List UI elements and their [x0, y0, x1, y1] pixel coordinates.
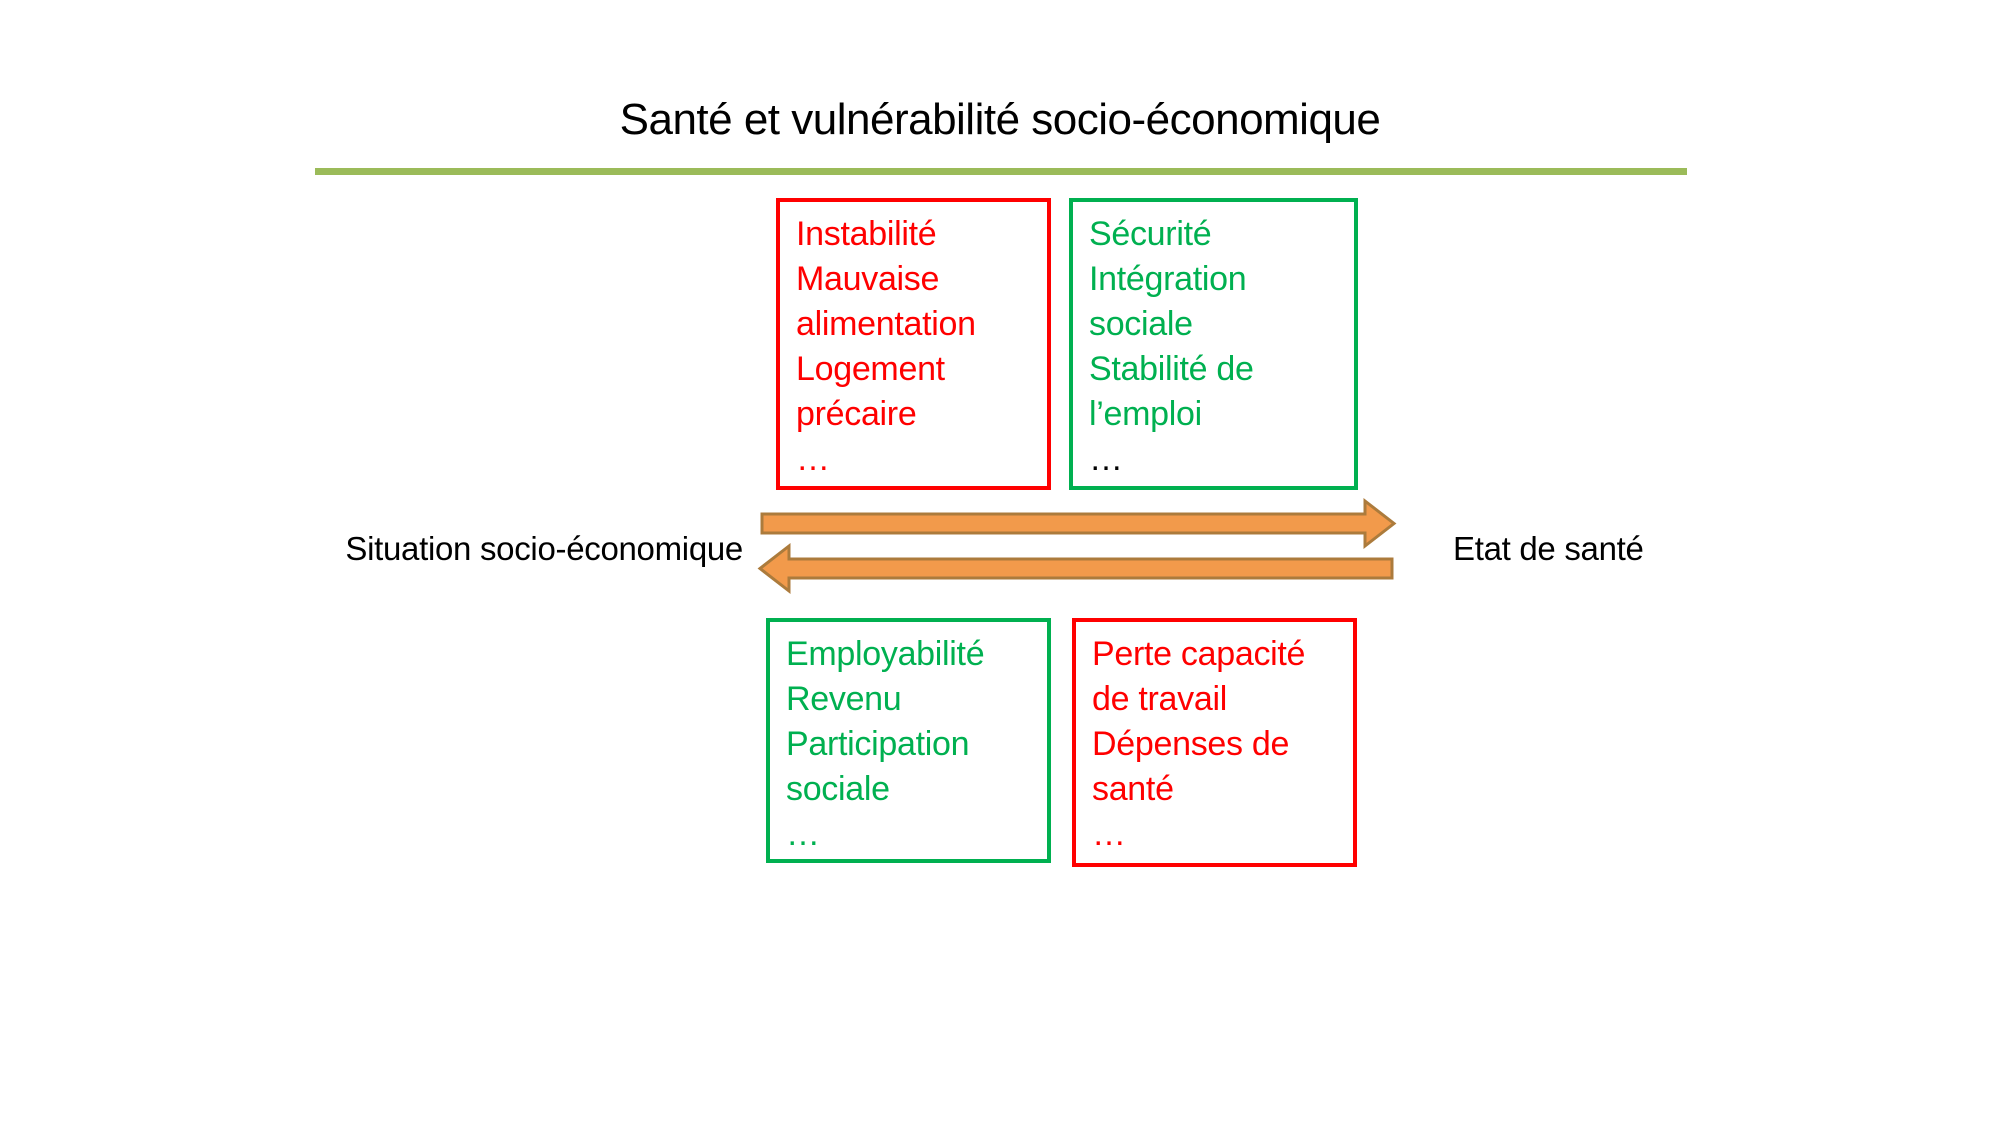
- situation-label: Situation socio-économique: [345, 530, 743, 567]
- box-line: Instabilité: [796, 215, 937, 253]
- health-to-socioeconomic-arrow: [757, 542, 1394, 595]
- positive-effects-box: Employabilité Revenu Participation socia…: [766, 618, 1051, 863]
- box-line: Employabilité: [786, 635, 985, 673]
- page-title: Santé et vulnérabilité socio-économique: [619, 95, 1381, 144]
- box-line: Sécurité: [1089, 215, 1212, 253]
- box-line-ellipsis: …: [786, 815, 820, 853]
- health-state-label: Etat de santé: [1453, 530, 1644, 567]
- box-line: Logement: [796, 350, 945, 388]
- box-line: Revenu: [786, 680, 902, 718]
- box-line: de travail: [1092, 680, 1227, 718]
- positive-factors-box: Sécurité Intégration sociale Stabilité d…: [1069, 198, 1358, 490]
- box-line: Perte capacité: [1092, 635, 1306, 673]
- box-line: l’emploi: [1089, 395, 1202, 433]
- box-line: Mauvaise: [796, 260, 940, 298]
- box-line: alimentation: [796, 305, 976, 343]
- box-line: Intégration: [1089, 260, 1247, 298]
- box-line: Stabilité de: [1089, 350, 1254, 388]
- negative-factors-box: Instabilité Mauvaise alimentation Logeme…: [776, 198, 1051, 490]
- box-line-ellipsis: …: [1089, 440, 1123, 478]
- box-line: Participation: [786, 725, 970, 763]
- negative-effects-box: Perte capacité de travail Dépenses de sa…: [1072, 618, 1357, 867]
- box-line-ellipsis: …: [1092, 815, 1126, 853]
- title-underline: [315, 168, 1687, 175]
- arrows-layer: [757, 497, 1397, 595]
- box-line-ellipsis: …: [796, 440, 830, 478]
- box-line: sociale: [786, 770, 890, 808]
- box-line: Dépenses de: [1092, 725, 1290, 763]
- box-line: santé: [1092, 770, 1174, 808]
- box-line: sociale: [1089, 305, 1193, 343]
- socioeconomic-to-health-arrow: [760, 497, 1397, 550]
- box-line: précaire: [796, 395, 917, 433]
